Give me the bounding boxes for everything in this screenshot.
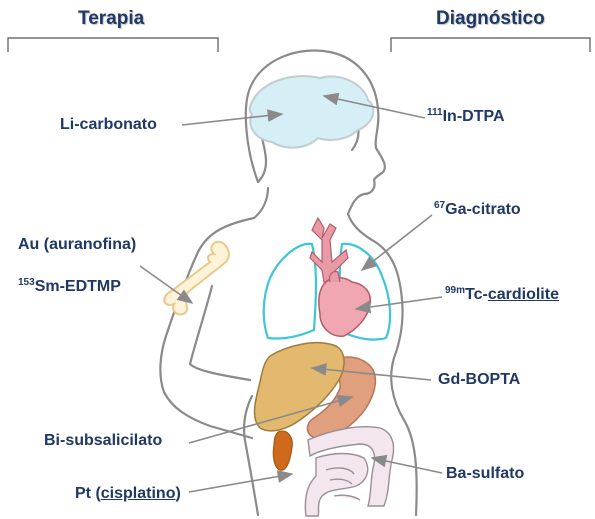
diagnostic-header: Diagnóstico (436, 8, 545, 30)
label-au-auranofina: Au (auranofina) (18, 237, 136, 253)
label-ba-sulfato: Ba-sulfato (446, 466, 524, 482)
diagnostic-bracket (391, 38, 590, 52)
label-sm-edtmp-text: Sm-EDTMP (35, 278, 121, 295)
label-bi-subsalicilato: Bi-subsalicilato (44, 433, 162, 449)
isotope-mass-sm: 153 (18, 277, 35, 288)
label-gd-bopta: Gd-BOPTA (438, 372, 520, 388)
therapy-header: Terapia (78, 8, 144, 30)
label-tc-cardiolite: 99mTc-cardiolite (445, 286, 559, 303)
heart (319, 278, 371, 337)
isotope-mass-in: 111 (427, 107, 443, 118)
label-pt-suffix: ) (175, 485, 180, 502)
gallbladder (273, 431, 292, 470)
label-pt-cisplatino: Pt (cisplatino) (75, 486, 181, 502)
isotope-mass-tc: 99m (445, 285, 465, 296)
label-ga-citrato: 67Ga-citrato (434, 201, 521, 218)
label-pt-drug: cisplatino (101, 485, 176, 502)
intestines (305, 427, 393, 516)
brain (250, 76, 374, 148)
label-sm-edtmp: 153Sm-EDTMP (18, 278, 121, 295)
label-tc-prefix: Tc- (465, 286, 488, 303)
label-in-dtpa: 111In-DTPA (427, 108, 505, 125)
label-in-dtpa-text: In-DTPA (443, 108, 505, 125)
label-tc-drug: cardiolite (488, 286, 559, 303)
label-pt-prefix: Pt ( (75, 485, 101, 502)
isotope-mass-ga: 67 (434, 200, 445, 211)
label-li-carbonato: Li-carbonato (60, 117, 157, 133)
therapy-bracket (8, 38, 218, 52)
label-ga-citrato-text: Ga-citrato (445, 201, 521, 218)
